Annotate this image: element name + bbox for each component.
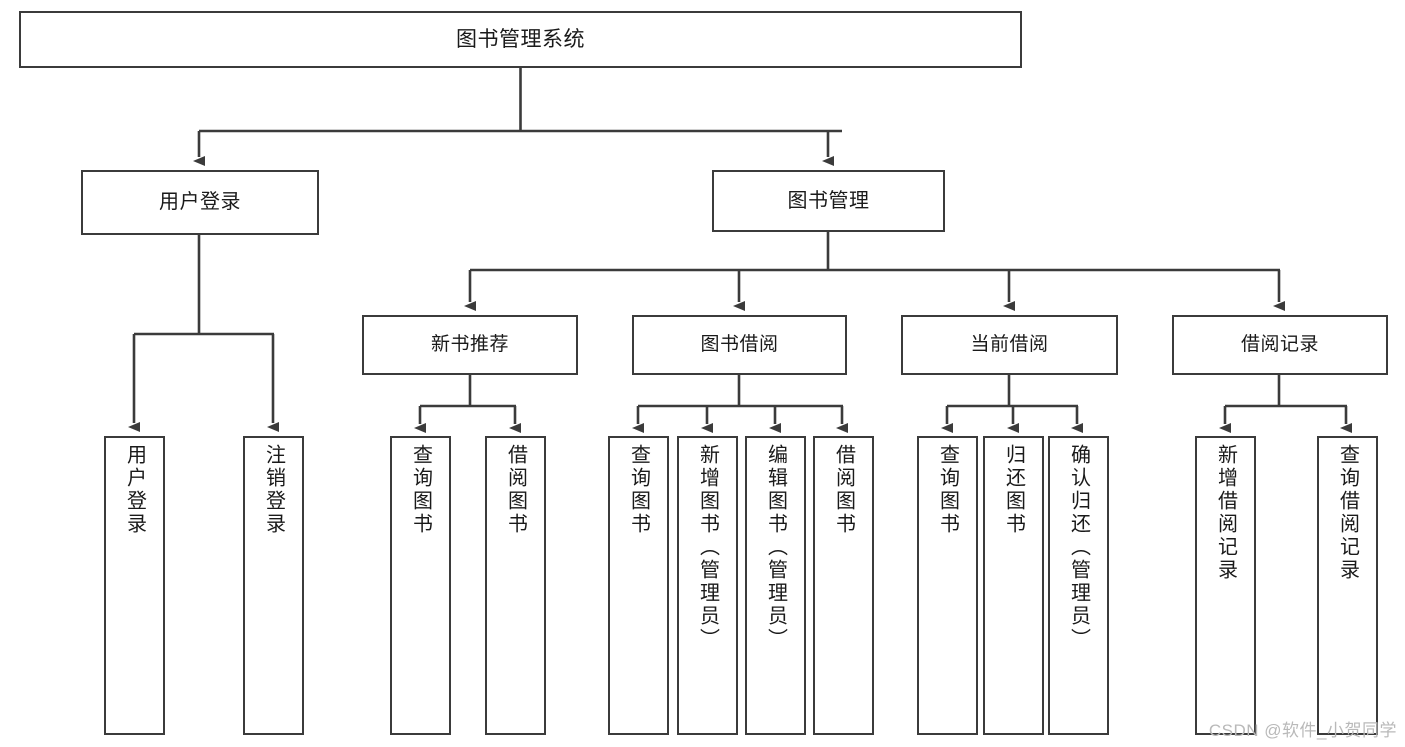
leaf-return-book[interactable]: 归还图书 (983, 436, 1044, 735)
node-borrow-record-label: 借阅记录 (1240, 334, 1319, 356)
node-current-borrow[interactable]: 当前借阅 (901, 315, 1118, 375)
leaf-add-borrow-record[interactable]: 新增借阅记录 (1195, 436, 1256, 735)
node-user-login-label: 用户登录 (159, 191, 241, 214)
leaf-query-book-recommend[interactable]: 查询图书 (390, 436, 451, 735)
leaf-user-login-label: 用户登录 (123, 444, 146, 536)
csdn-watermark: CSDN @软件_小贺同学 (1208, 721, 1397, 740)
node-user-login[interactable]: 用户登录 (81, 170, 319, 235)
leaf-user-login[interactable]: 用户登录 (104, 436, 165, 735)
leaf-add-book-admin-label: 新增图书（管理员） (696, 444, 719, 651)
leaf-edit-book-admin-label: 编辑图书（管理员） (764, 444, 787, 651)
node-book-management-label: 图书管理 (787, 189, 870, 212)
node-new-book-recommend-label: 新书推荐 (430, 334, 509, 356)
node-root-label: 图书管理系统 (456, 27, 585, 51)
leaf-confirm-return-admin-label: 确认归还（管理员） (1067, 444, 1090, 651)
node-book-borrow[interactable]: 图书借阅 (632, 315, 847, 375)
node-root[interactable]: 图书管理系统 (19, 11, 1022, 68)
leaf-confirm-return-admin[interactable]: 确认归还（管理员） (1048, 436, 1109, 735)
node-current-borrow-label: 当前借阅 (970, 334, 1049, 356)
leaf-query-book-current-label: 查询图书 (936, 444, 959, 536)
leaf-query-book-borrow[interactable]: 查询图书 (608, 436, 669, 735)
leaf-return-book-label: 归还图书 (1002, 444, 1025, 536)
leaf-borrow-book-recommend[interactable]: 借阅图书 (485, 436, 546, 735)
leaf-query-book-current[interactable]: 查询图书 (917, 436, 978, 735)
leaf-borrow-book-borrow-label: 借阅图书 (832, 444, 855, 536)
leaf-query-borrow-record[interactable]: 查询借阅记录 (1317, 436, 1378, 735)
leaf-add-book-admin[interactable]: 新增图书（管理员） (677, 436, 738, 735)
node-borrow-record[interactable]: 借阅记录 (1172, 315, 1388, 375)
leaf-logout[interactable]: 注销登录 (243, 436, 304, 735)
node-book-borrow-label: 图书借阅 (700, 334, 779, 356)
node-book-management[interactable]: 图书管理 (712, 170, 945, 232)
leaf-borrow-book-recommend-label: 借阅图书 (504, 444, 527, 536)
leaf-query-book-borrow-label: 查询图书 (627, 444, 650, 536)
leaf-add-borrow-record-label: 新增借阅记录 (1214, 444, 1237, 582)
leaf-logout-label: 注销登录 (262, 444, 285, 536)
leaf-query-book-recommend-label: 查询图书 (409, 444, 432, 536)
leaf-borrow-book-borrow[interactable]: 借阅图书 (813, 436, 874, 735)
leaf-query-borrow-record-label: 查询借阅记录 (1336, 444, 1359, 582)
leaf-edit-book-admin[interactable]: 编辑图书（管理员） (745, 436, 806, 735)
node-new-book-recommend[interactable]: 新书推荐 (362, 315, 578, 375)
